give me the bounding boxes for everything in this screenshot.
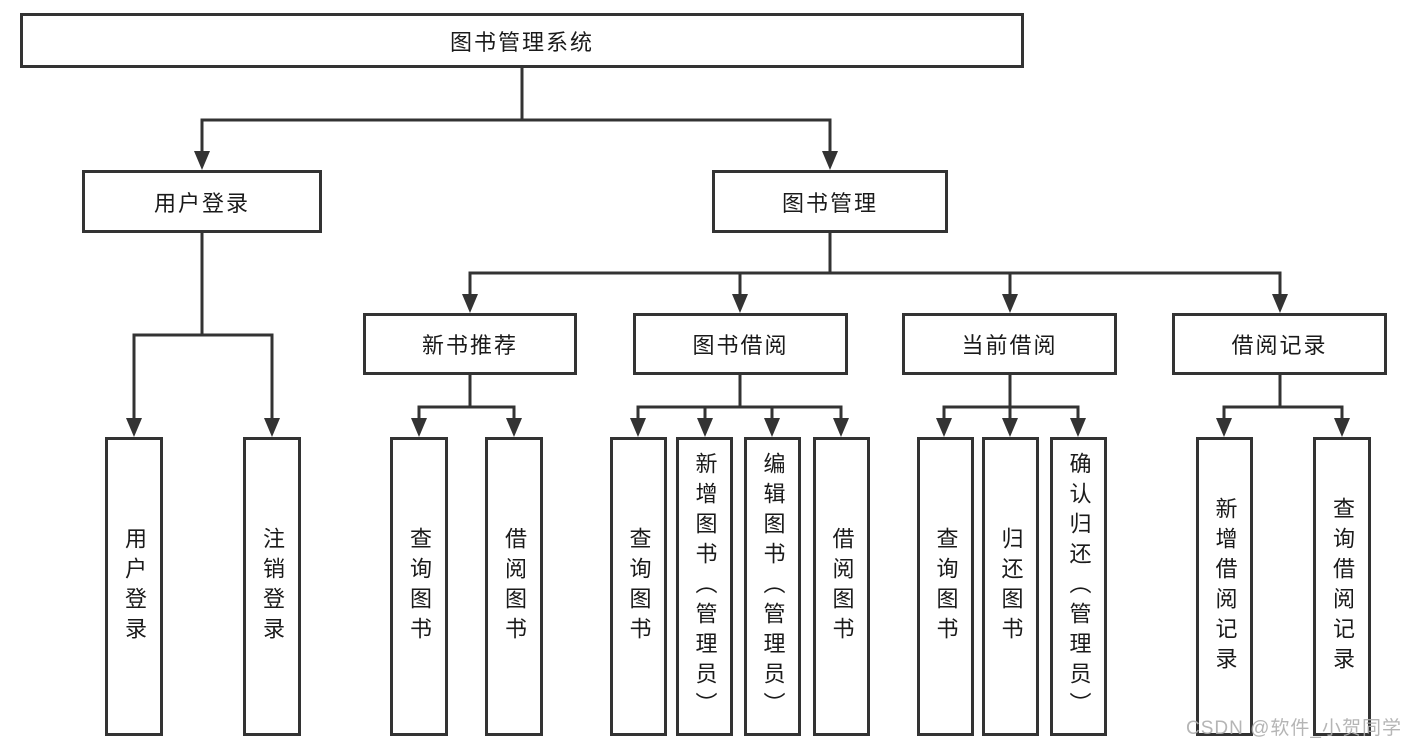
- leaf-return-book-label: 归还图书: [998, 526, 1024, 647]
- node-library-management-system: 图书管理系统: [20, 13, 1024, 68]
- node-user-login-label: 用户登录: [153, 190, 250, 216]
- leaf-confirm-return-admin-label: 确认归还（管理员）: [1066, 451, 1092, 722]
- leaf-query-books-current: 查询图书: [917, 437, 974, 736]
- leaf-query-books-recommend: 查询图书: [390, 437, 448, 736]
- node-book-borrowing: 图书借阅: [633, 313, 848, 375]
- leaf-return-book: 归还图书: [982, 437, 1039, 736]
- leaf-user-login: 用户登录: [105, 437, 163, 736]
- leaf-add-borrow-record-label: 新增借阅记录: [1212, 496, 1238, 677]
- leaf-borrow-books: 借阅图书: [813, 437, 870, 736]
- leaf-add-book-admin-label: 新增图书（管理员）: [692, 451, 718, 722]
- node-book-management: 图书管理: [712, 170, 948, 233]
- leaf-logout-login: 注销登录: [243, 437, 301, 736]
- leaf-edit-book-admin-label: 编辑图书（管理员）: [760, 451, 786, 722]
- node-user-login: 用户登录: [82, 170, 322, 233]
- node-borrowing-records-label: 借阅记录: [1231, 333, 1328, 358]
- leaf-edit-book-admin: 编辑图书（管理员）: [744, 437, 801, 736]
- leaf-query-books-borrowing-label: 查询图书: [626, 526, 652, 647]
- leaf-borrow-books-label: 借阅图书: [829, 526, 855, 647]
- leaf-borrow-books-recommend-label: 借阅图书: [502, 526, 527, 647]
- node-borrowing-records: 借阅记录: [1172, 313, 1387, 375]
- leaf-confirm-return-admin: 确认归还（管理员）: [1050, 437, 1107, 736]
- leaf-user-login-label: 用户登录: [122, 526, 147, 647]
- leaf-query-borrow-record: 查询借阅记录: [1313, 437, 1371, 736]
- node-book-borrowing-label: 图书借阅: [692, 333, 789, 358]
- node-book-management-label: 图书管理: [781, 190, 878, 216]
- leaf-add-book-admin: 新增图书（管理员）: [676, 437, 733, 736]
- leaf-logout-login-label: 注销登录: [260, 526, 285, 647]
- leaf-query-books-borrowing: 查询图书: [610, 437, 667, 736]
- node-new-book-recommendation: 新书推荐: [363, 313, 577, 375]
- node-new-book-recommendation-label: 新书推荐: [421, 333, 518, 358]
- leaf-query-books-current-label: 查询图书: [933, 526, 959, 647]
- node-current-borrowing: 当前借阅: [902, 313, 1117, 375]
- node-library-management-system-label: 图书管理系统: [449, 29, 594, 55]
- leaf-query-books-recommend-label: 查询图书: [407, 526, 432, 647]
- csdn-watermark: CSDN @软件_小贺同学: [1186, 718, 1402, 739]
- leaf-query-borrow-record-label: 查询借阅记录: [1330, 496, 1355, 677]
- leaf-add-borrow-record: 新增借阅记录: [1196, 437, 1253, 736]
- leaf-borrow-books-recommend: 借阅图书: [485, 437, 543, 736]
- node-current-borrowing-label: 当前借阅: [961, 333, 1058, 358]
